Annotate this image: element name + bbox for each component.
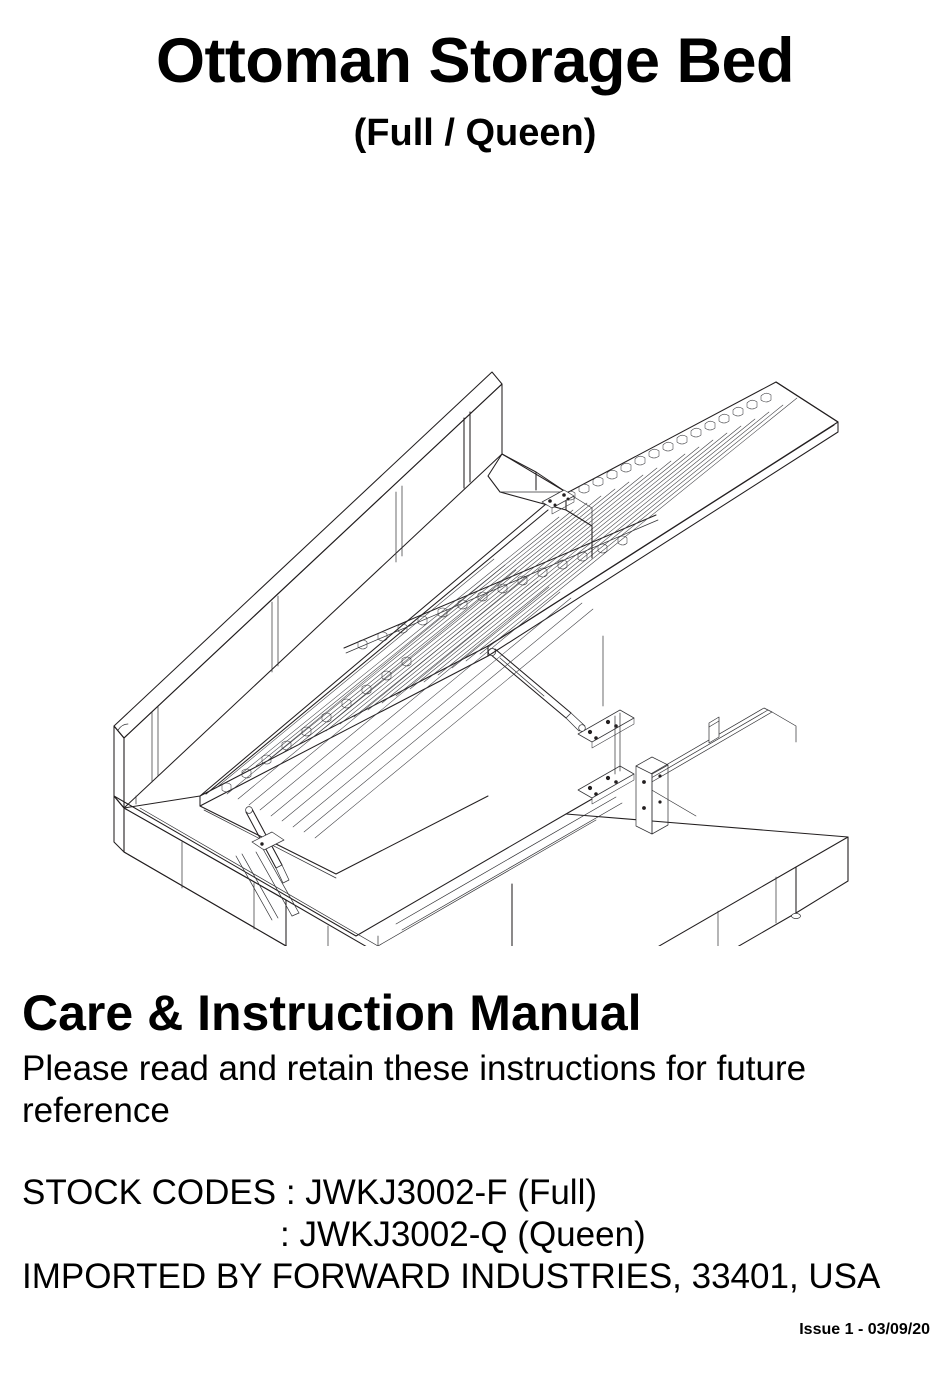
page-subtitle: (Full / Queen) (353, 112, 597, 154)
stock-code-full: STOCK CODES : JWKJ3002-F (Full) (22, 1173, 598, 1212)
stock-codes-block: STOCK CODES : JWKJ3002-F (Full) : JWKJ30… (22, 1172, 934, 1298)
manual-note: Please read and retain these instruction… (22, 1049, 807, 1130)
side-rail (641, 707, 797, 817)
issue-footer: Issue 1 - 03/09/20 (799, 1321, 930, 1338)
document-header: Ottoman Storage Bed (Full / Queen) (0, 26, 950, 156)
page-title: Ottoman Storage Bed (155, 26, 795, 96)
stock-code-queen: : JWKJ3002-Q (Queen) (280, 1215, 646, 1254)
gas-strut (488, 648, 586, 732)
storage-box (113, 795, 849, 946)
slat-holders-front (221, 656, 412, 793)
hinge-bracket (577, 635, 669, 835)
manual-text-block: Care & Instruction Manual Please read an… (22, 986, 934, 1132)
slat-end-caps (550, 392, 772, 508)
importer-line: IMPORTED BY FORWARD INDUSTRIES, 33401, U… (22, 1257, 881, 1296)
headboard (113, 371, 593, 809)
slatted-lift-base (199, 381, 839, 921)
manual-heading: Care & Instruction Manual (22, 985, 642, 1041)
slat-holders-centre (357, 535, 628, 650)
product-illustration (96, 296, 906, 946)
